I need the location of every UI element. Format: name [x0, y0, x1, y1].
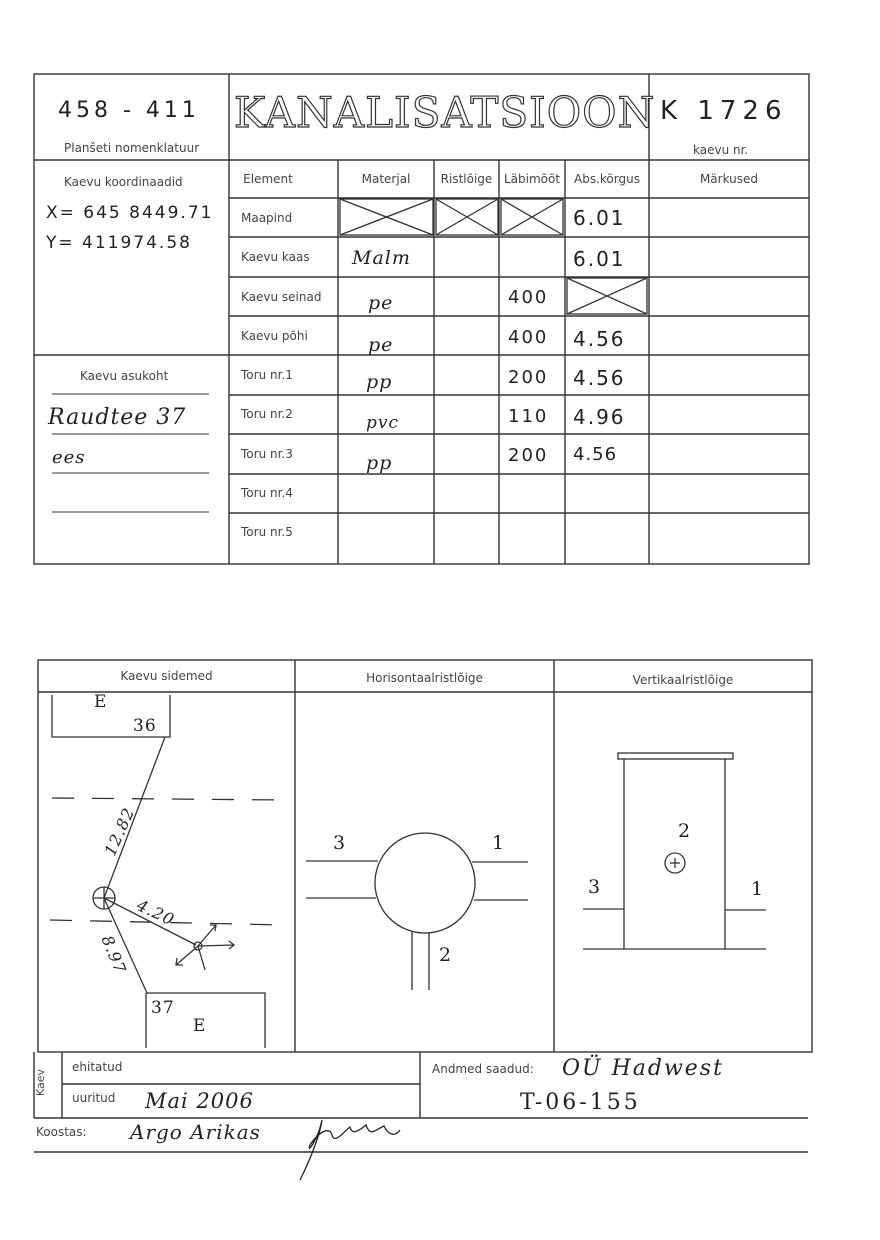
well-side-label: Kaev: [34, 1068, 48, 1097]
row-element: Toru nr.4: [241, 486, 293, 500]
well-number-label: kaevu nr.: [693, 143, 749, 157]
row-diameter: 400: [508, 287, 549, 308]
building-bottom-letter: E: [193, 1016, 207, 1036]
pipe-label-2: 2: [439, 944, 453, 966]
row-diameter: 110: [508, 406, 549, 427]
col-header-material: Materjal: [361, 172, 411, 186]
row-element: Toru nr.3: [241, 447, 293, 461]
col-header-remarks: Märkused: [699, 172, 759, 186]
horizontal-section-drawing: [306, 832, 528, 990]
row-material: pp: [366, 371, 393, 393]
data-source-label: Andmed saadud:: [432, 1062, 534, 1076]
row-element: Toru nr.5: [241, 525, 293, 539]
job-number: T-06-155: [520, 1090, 641, 1115]
data-source-company: OÜ Hadwest: [562, 1056, 724, 1081]
well-number-value: K 1726: [660, 96, 788, 126]
compiled-by-name: Argo Arikas: [130, 1120, 261, 1144]
pipe-label-3: 3: [333, 832, 347, 854]
pipe-label-3: 3: [588, 876, 602, 898]
row-material: Malm: [352, 247, 411, 269]
panel-title-ties: Kaevu sidemed: [120, 669, 213, 683]
col-header-abs-height: Abs.kõrgus: [574, 172, 640, 186]
row-element: Toru nr.2: [241, 407, 293, 421]
row-element: Kaevu seinad: [241, 290, 322, 304]
building-top-letter: E: [94, 692, 108, 712]
nomenclature-value: 458 - 411: [58, 98, 200, 123]
row-abs-height: 4.56: [573, 327, 626, 351]
building-top-number: 36: [133, 716, 157, 736]
row-abs-height: 4.56: [573, 366, 626, 390]
inspected-value: Mai 2006: [145, 1089, 254, 1113]
row-diameter: 400: [508, 327, 549, 348]
col-header-cross-section: Ristlõige: [440, 172, 493, 186]
drawing-panels: [33, 659, 813, 1181]
coordinate-y: Y= 411974.58: [46, 233, 192, 253]
location-label: Kaevu asukoht: [80, 369, 169, 383]
row-element: Kaevu kaas: [241, 250, 310, 264]
row-diameter: 200: [508, 445, 549, 466]
row-material: pvc: [366, 413, 400, 433]
coordinate-x: X= 645 8449.71: [46, 203, 214, 223]
row-element: Maapind: [241, 211, 293, 225]
top-table-grid: [33, 73, 810, 565]
row-element: Kaevu põhi: [241, 329, 308, 343]
nomenclature-label: Planšeti nomenklatuur: [64, 141, 200, 155]
inspected-label: uuritud: [72, 1091, 116, 1105]
row-material: pp: [366, 452, 393, 474]
location-line-2: ees: [52, 447, 86, 468]
page-title: KANALISATSIOON: [233, 87, 656, 137]
row-abs-height: 6.01: [573, 206, 626, 230]
footer-grid: [33, 1052, 808, 1153]
building-bottom-number: 37: [151, 998, 175, 1018]
location-line-1: Raudtee 37: [48, 405, 187, 430]
coordinates-label: Kaevu koordinaadid: [64, 175, 183, 189]
panel-title-vertical: Vertikaalristlõige: [632, 673, 734, 687]
col-header-diameter: Läbimõõt: [503, 172, 561, 186]
ties-sketch: [49, 695, 286, 1048]
cross-marks: [339, 198, 648, 315]
pipe-label-1: 1: [751, 878, 765, 900]
vertical-section-drawing: [583, 752, 766, 950]
compiled-by-label: Koostas:: [36, 1125, 87, 1139]
row-element: Toru nr.1: [241, 368, 293, 382]
row-diameter: 200: [508, 367, 549, 388]
row-abs-height: 4.56: [573, 444, 618, 465]
pipe-label-1: 1: [492, 832, 506, 854]
row-material: pe: [368, 334, 394, 356]
panel-title-horizontal: Horisontaalristlõige: [366, 671, 483, 685]
row-abs-height: 6.01: [573, 247, 626, 271]
built-label: ehitatud: [72, 1060, 123, 1074]
row-material: pe: [368, 292, 394, 314]
signature-mark: [299, 1119, 401, 1181]
col-header-element: Element: [243, 172, 293, 186]
pipe-label-2: 2: [678, 820, 692, 842]
row-abs-height: 4.96: [573, 405, 626, 429]
